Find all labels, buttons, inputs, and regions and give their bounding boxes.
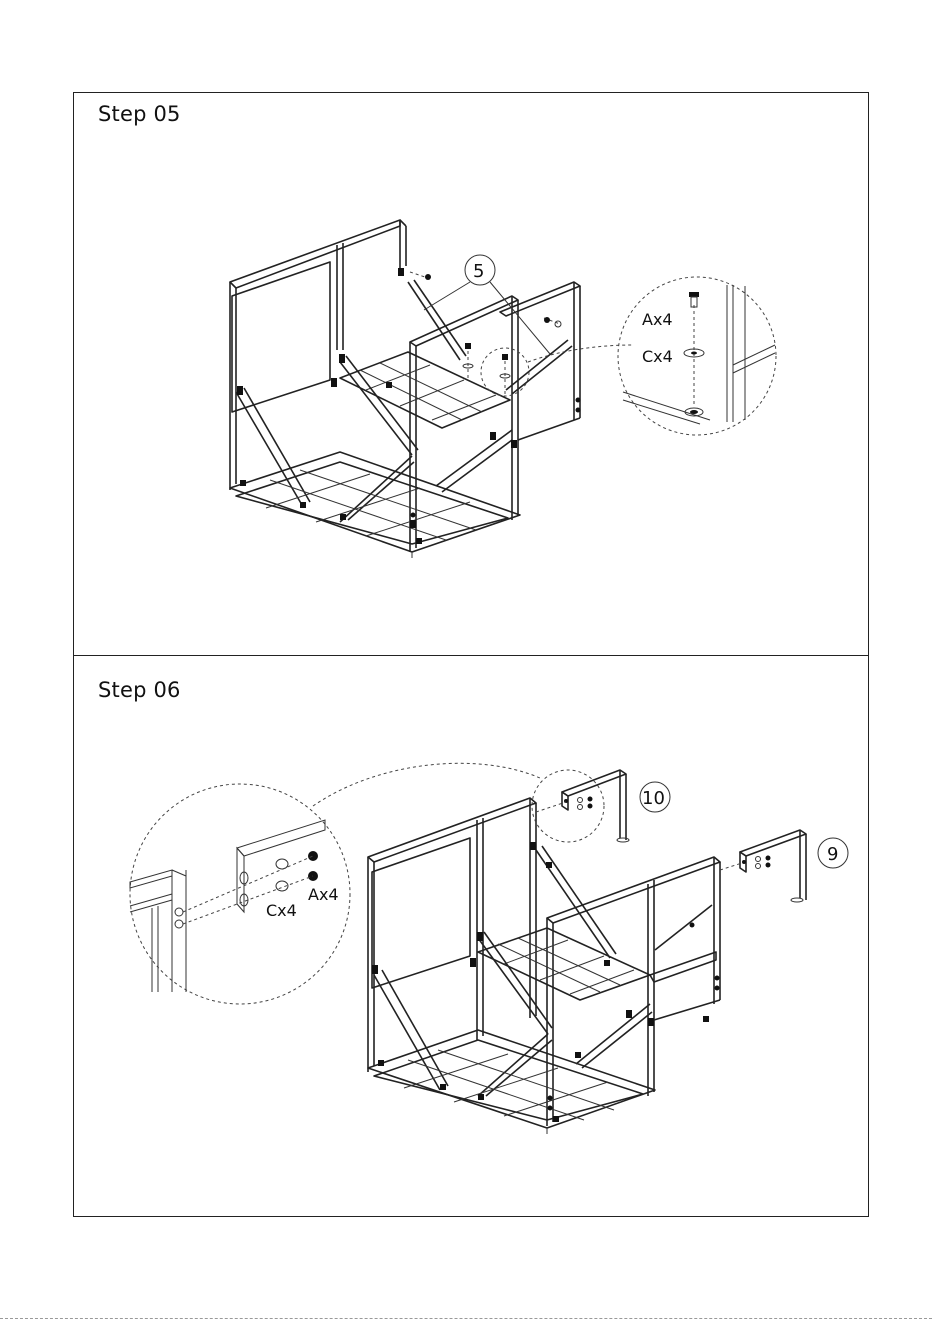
step-06-screw-label: Ax4 [308, 885, 339, 904]
step-06-washer-label: Cx4 [266, 901, 297, 920]
callout-part-10: 10 [642, 788, 665, 809]
step-05-screw-label: Ax4 [642, 310, 673, 329]
step-05-washer-label: Cx4 [642, 347, 673, 366]
callout-part-9: 9 [827, 844, 838, 865]
step-05-frame-illustration [230, 220, 776, 558]
callout-part-5: 5 [473, 261, 484, 282]
step-06-frame-illustration [130, 763, 848, 1134]
page-bottom-edge [0, 1318, 932, 1319]
